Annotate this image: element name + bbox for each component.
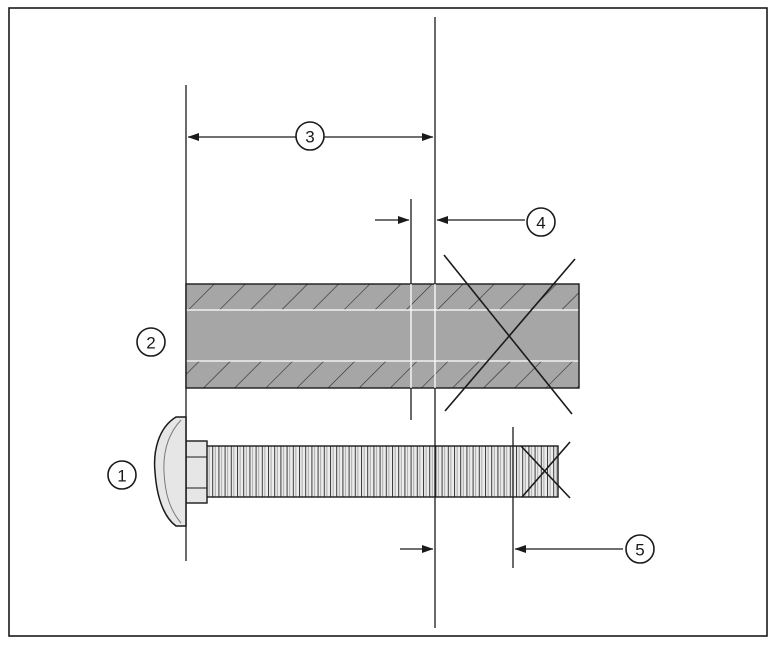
bolt-square-neck: [185, 440, 208, 504]
callout-4: 4: [526, 207, 556, 237]
carriage-bolt: [153, 416, 559, 527]
callout-3-label: 3: [305, 128, 314, 147]
diagram-frame: [8, 7, 768, 637]
bolt-dome-head: [153, 416, 187, 527]
callout-1: 1: [107, 460, 137, 490]
callout-2-label: 2: [146, 334, 155, 353]
board-outline: [185, 283, 580, 389]
board-core: [186, 310, 579, 361]
bolt-threaded-shank: [205, 445, 559, 498]
callout-5: 5: [625, 534, 655, 564]
board-bottom-hatch: [186, 361, 579, 388]
bolt-end-cross-out-x: [520, 441, 571, 499]
callout-5-label: 5: [635, 541, 644, 560]
wood-board: [185, 283, 580, 389]
callout-3: 3: [295, 121, 325, 151]
callout-2: 2: [136, 327, 166, 357]
board-cross-out-x: [443, 254, 576, 415]
callout-4-label: 4: [536, 214, 545, 233]
callout-1-label: 1: [117, 467, 126, 486]
board-top-hatch: [186, 284, 579, 310]
